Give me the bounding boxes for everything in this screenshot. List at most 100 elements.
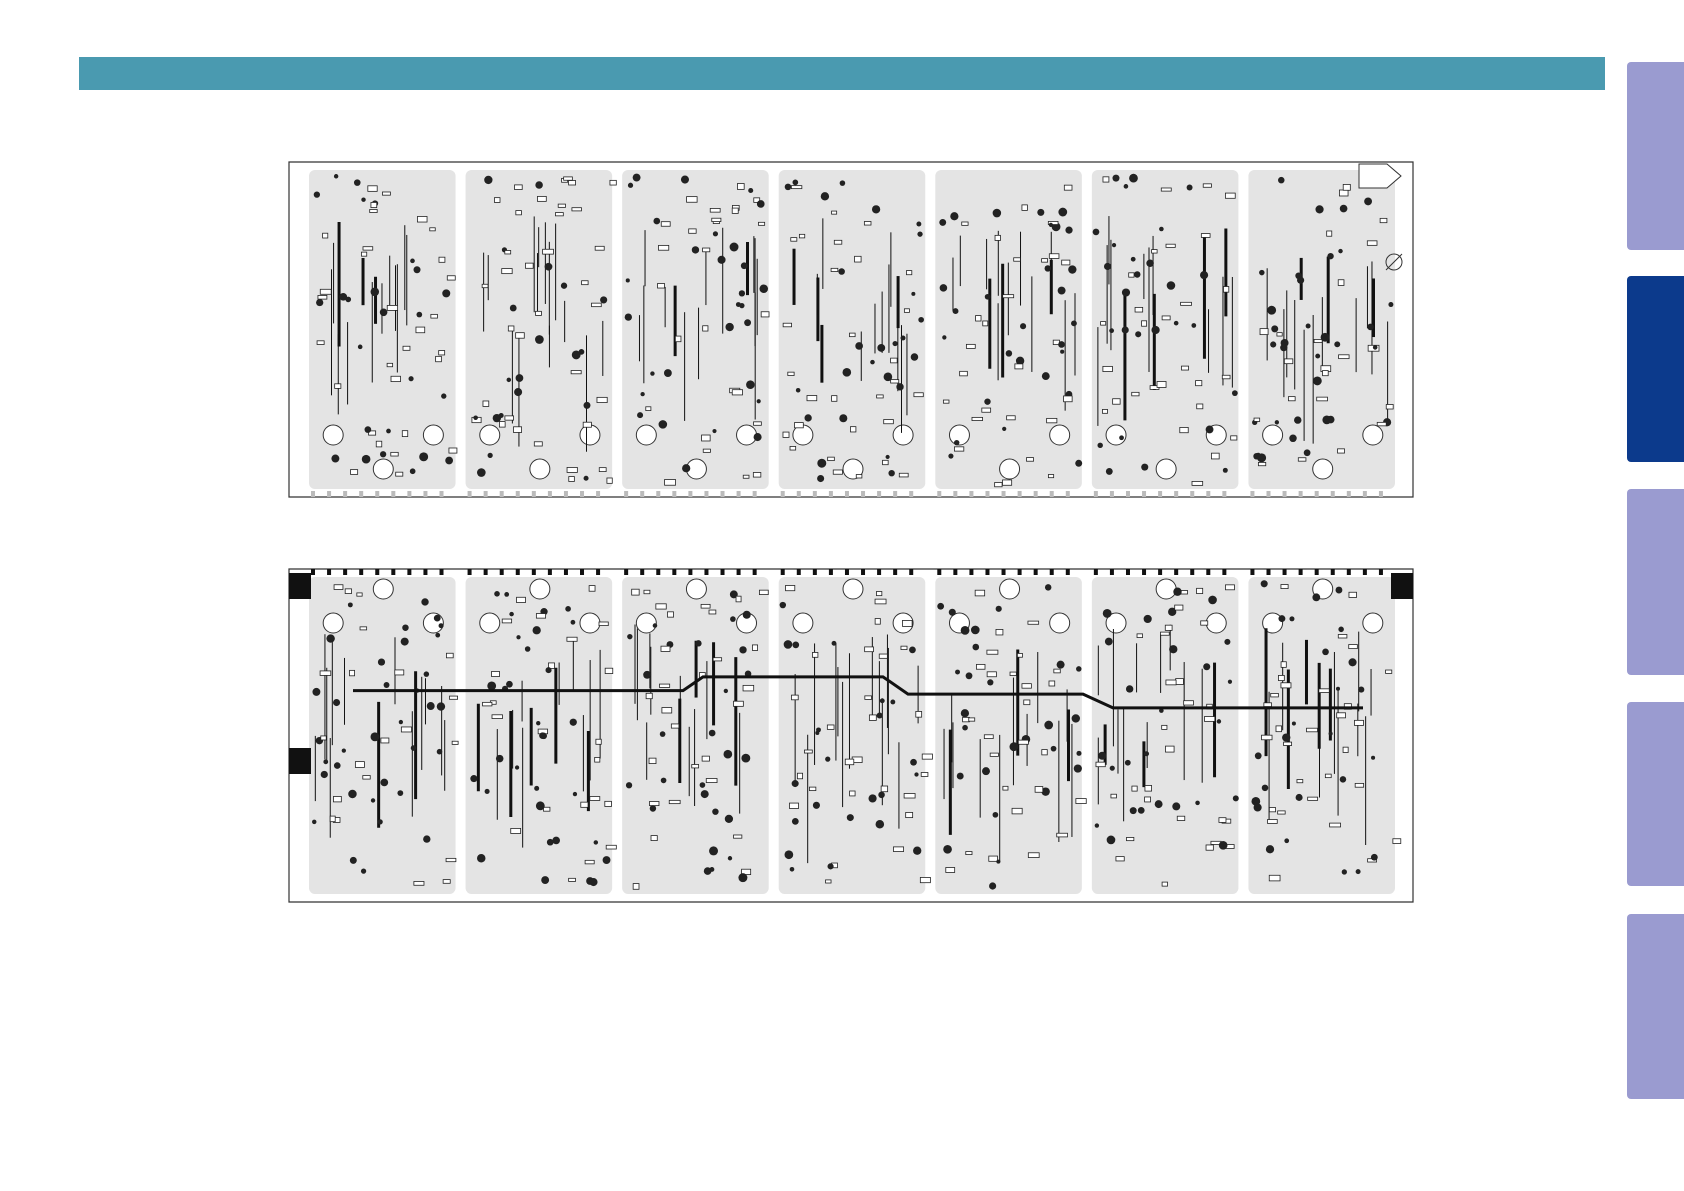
solder-pad	[1278, 615, 1285, 622]
solder-pad	[739, 290, 745, 296]
component-footprint	[661, 222, 670, 227]
solder-pad	[365, 426, 372, 433]
solder-pad	[1130, 807, 1137, 814]
solder-pad	[1340, 205, 1348, 213]
component-footprint	[984, 735, 993, 739]
component-footprint	[595, 246, 604, 250]
edge-tooth	[311, 491, 315, 497]
component-footprint	[1308, 797, 1318, 800]
solder-pad	[780, 602, 786, 608]
solder-pad	[855, 342, 863, 350]
solder-pad	[961, 626, 970, 635]
solder-pad	[1167, 281, 1176, 290]
component-footprint	[759, 590, 768, 594]
component-footprint	[966, 344, 975, 348]
edge-tooth	[797, 491, 801, 497]
solder-pad	[739, 303, 744, 308]
component-footprint	[492, 715, 502, 719]
component-footprint	[1306, 728, 1317, 732]
edge-tooth	[1142, 491, 1146, 497]
component-footprint	[1181, 302, 1192, 305]
solder-pad	[1280, 344, 1287, 351]
edge-tooth	[1142, 569, 1146, 575]
solder-pad	[1200, 271, 1208, 279]
solder-pad	[1006, 350, 1013, 357]
edge-tooth	[468, 491, 472, 497]
solder-pad	[730, 243, 739, 252]
solder-pad	[1124, 184, 1129, 189]
component-footprint	[583, 422, 591, 427]
side-tab-2-active[interactable]	[1627, 276, 1684, 462]
component-footprint	[516, 333, 525, 339]
edge-tooth	[375, 491, 379, 497]
solder-pad	[378, 658, 385, 665]
component-footprint	[482, 284, 488, 287]
component-footprint	[921, 773, 928, 777]
solder-pad	[1267, 306, 1276, 315]
solder-pad	[896, 383, 903, 390]
solder-pad	[1371, 756, 1375, 760]
side-tab-3[interactable]	[1627, 489, 1684, 675]
solder-pad	[877, 344, 885, 352]
solder-pad	[401, 638, 409, 646]
component-footprint	[323, 233, 328, 238]
solder-pad	[348, 790, 356, 798]
edge-tooth	[656, 491, 660, 497]
component-footprint	[1042, 259, 1048, 263]
component-footprint	[1116, 857, 1124, 861]
component-footprint	[960, 371, 968, 376]
edge-tooth	[1379, 491, 1383, 497]
solder-pad	[416, 312, 422, 318]
solder-pad	[650, 371, 654, 375]
solder-pad	[1044, 721, 1053, 730]
solder-pad	[584, 476, 589, 481]
solder-pad	[361, 197, 365, 201]
component-footprint	[1278, 675, 1284, 680]
component-footprint	[658, 284, 665, 289]
component-footprint	[856, 475, 862, 478]
component-footprint	[1260, 329, 1268, 335]
edge-tooth	[532, 569, 536, 575]
solder-pad	[358, 345, 363, 350]
solder-pad	[918, 317, 924, 323]
solder-pad	[653, 623, 658, 628]
solder-pad	[1068, 265, 1076, 273]
terminal-pad	[1050, 425, 1070, 445]
solder-pad	[350, 857, 357, 864]
solder-pad	[509, 612, 514, 617]
component-footprint	[1281, 683, 1291, 688]
solder-pad	[1296, 794, 1303, 801]
solder-pad	[817, 475, 824, 482]
edge-tooth	[1222, 491, 1226, 497]
solder-pad	[312, 688, 320, 696]
component-footprint	[363, 776, 370, 780]
component-footprint	[783, 432, 789, 437]
component-footprint	[661, 646, 670, 651]
component-footprint	[395, 670, 404, 675]
component-footprint	[569, 878, 576, 881]
solder-pad	[333, 699, 340, 706]
solder-pad	[738, 873, 747, 882]
solder-pad	[725, 323, 733, 331]
component-footprint	[884, 420, 894, 424]
side-tab-5[interactable]	[1627, 914, 1684, 1099]
component-footprint	[1003, 480, 1012, 485]
edge-tooth	[656, 569, 660, 575]
solder-pad	[948, 453, 953, 458]
component-footprint	[1165, 746, 1174, 752]
solder-pad	[1223, 468, 1228, 473]
terminal-pad	[1106, 425, 1126, 445]
solder-pad	[1169, 645, 1177, 653]
component-footprint	[1076, 799, 1086, 804]
component-footprint	[962, 222, 968, 225]
solder-pad	[1195, 801, 1200, 806]
solder-pad	[627, 634, 632, 639]
side-tab-4[interactable]	[1627, 702, 1684, 886]
solder-pad	[362, 455, 371, 464]
pcb-top-drawing	[283, 156, 1419, 503]
solder-pad	[378, 819, 383, 824]
solder-pad	[741, 754, 750, 763]
component-footprint	[1026, 458, 1033, 462]
component-footprint	[659, 684, 669, 687]
side-tab-1[interactable]	[1627, 62, 1684, 250]
